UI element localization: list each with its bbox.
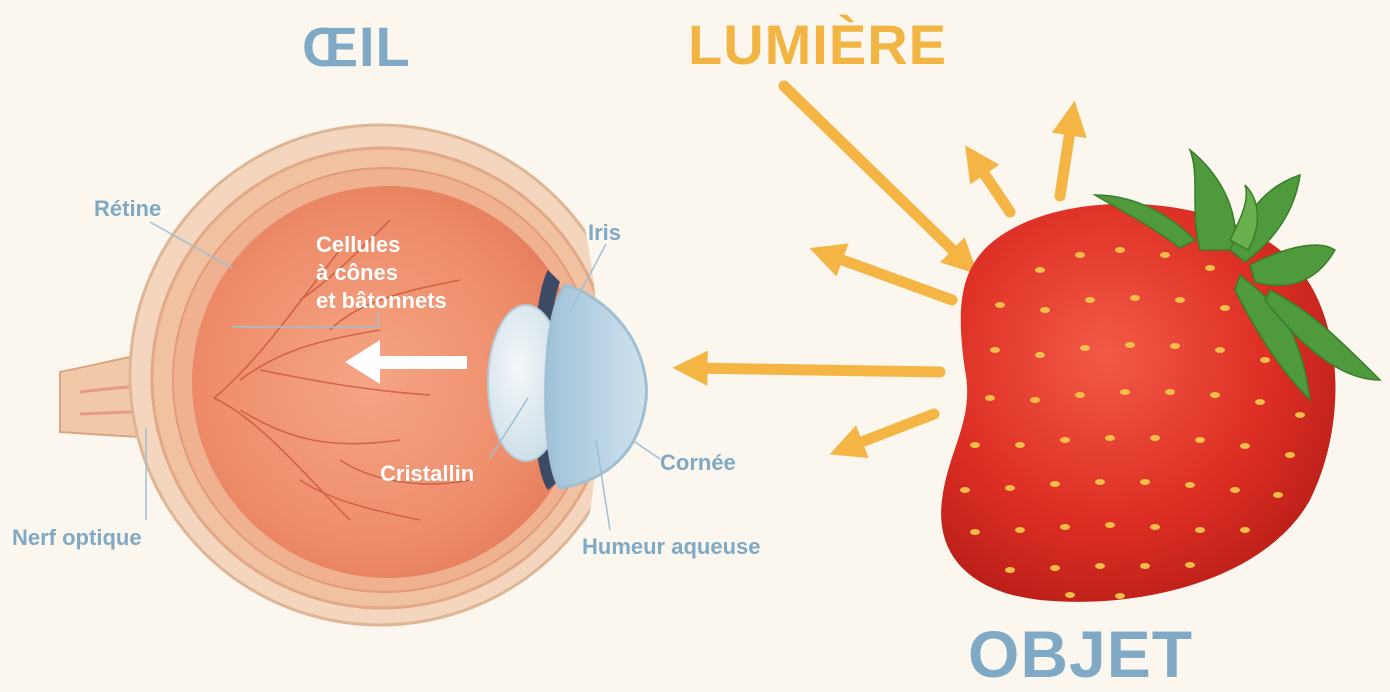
reflected-ray-left-upper (826, 254, 952, 300)
incident-ray (784, 86, 965, 262)
eye-title: ŒIL (302, 14, 411, 79)
label-cells-line1: Cellules (316, 232, 400, 258)
label-lens: Cristallin (380, 461, 474, 487)
reflected-ray-up-left (975, 160, 1010, 212)
light-title: LUMIÈRE (688, 12, 947, 77)
label-cells-line2: à cônes (316, 260, 398, 286)
object-title: OBJET (968, 616, 1193, 692)
reflected-ray-to-eye (690, 368, 940, 372)
label-iris: Iris (588, 220, 621, 246)
label-cells-line3: et bâtonnets (316, 288, 447, 314)
label-cornea: Cornée (660, 450, 736, 476)
reflected-ray-left-lower (846, 414, 934, 448)
label-retina: Rétine (94, 196, 161, 222)
label-aqueous-humor: Humeur aqueuse (582, 534, 761, 560)
strawberry-object (941, 150, 1380, 602)
reflected-ray-up (1060, 118, 1072, 196)
label-optic-nerve: Nerf optique (12, 525, 142, 551)
